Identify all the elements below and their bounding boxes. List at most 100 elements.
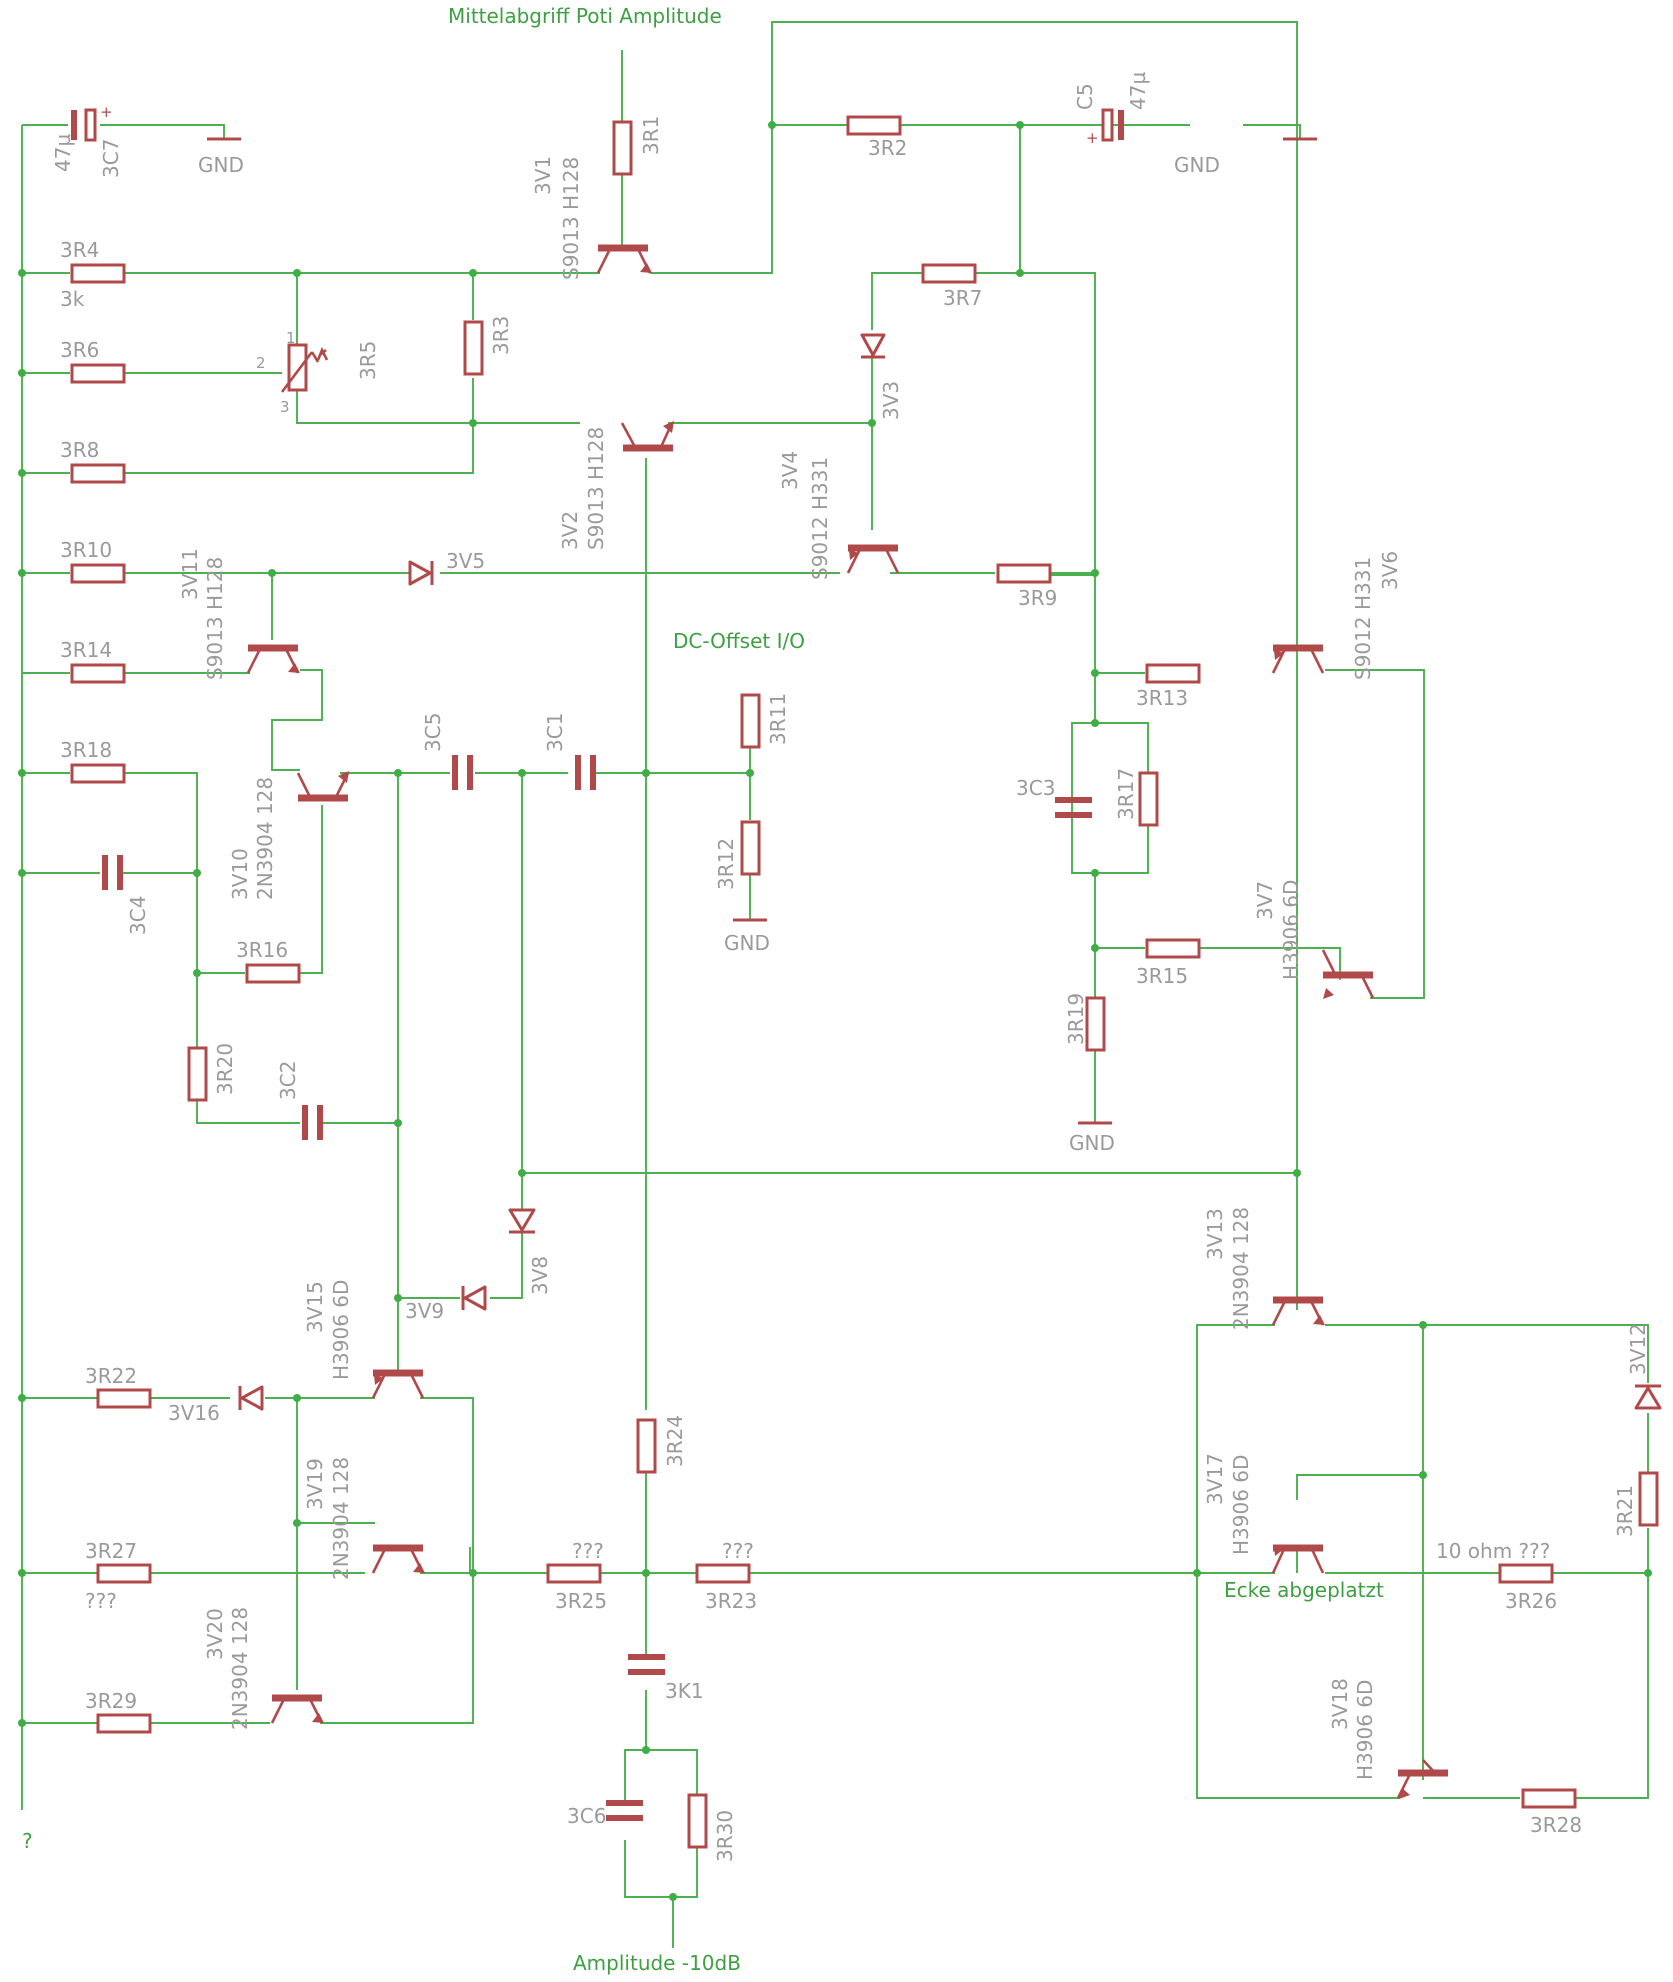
transistor-3V4-icon (846, 544, 900, 574)
resistor-3R3 (463, 320, 484, 376)
label-3V10: 3V10 (228, 848, 252, 900)
value-3R23: ??? (722, 1539, 754, 1563)
label-C5: C5 (1073, 83, 1097, 110)
resistor-3R8 (70, 463, 126, 484)
resistor-3R19 (1085, 996, 1106, 1052)
wires (21, 21, 1649, 1948)
label-3R18: 3R18 (60, 738, 112, 762)
ground-symbols (207, 137, 1317, 1125)
diode-3V3-icon (860, 333, 886, 357)
resistor-3R25 (546, 1563, 602, 1584)
resistor-3R18 (70, 763, 126, 784)
resistor-3R23 (695, 1563, 751, 1584)
value-3V1: S9013 H128 (559, 157, 583, 280)
capacitor-3C3 (1055, 797, 1092, 818)
label-3V2: 3V2 (558, 511, 582, 550)
pin-label: 3 (280, 398, 290, 416)
pin-label: 1 (286, 329, 296, 347)
value-C5: 47µ (1126, 72, 1150, 110)
label-3V12: 3V12 (1626, 1323, 1650, 1375)
label-3V9: 3V9 (405, 1299, 444, 1323)
label-3V13: 3V13 (1203, 1208, 1227, 1260)
label-3V19: 3V19 (303, 1458, 327, 1510)
gnd-label: GND (1069, 1131, 1115, 1155)
resistor-3R26 (1498, 1563, 1554, 1584)
label-3R2: 3R2 (868, 136, 907, 160)
label-3R1: 3R1 (639, 116, 663, 155)
label-3C2: 3C2 (276, 1061, 300, 1100)
label-3R30: 3R30 (713, 1810, 737, 1862)
labels: Mittelabgriff Poti Amplitude DC-Offset I… (22, 4, 1650, 1975)
resistor-3R22 (96, 1388, 152, 1409)
label-3V15: 3V15 (303, 1281, 327, 1333)
pin-label: 2 (256, 354, 266, 372)
resistors (70, 115, 1659, 1849)
label-3K1: 3K1 (665, 1679, 704, 1703)
transistor-3V11-icon (246, 644, 300, 674)
label-3R10: 3R10 (60, 538, 112, 562)
capacitors: + + (71, 103, 1124, 1821)
label-3R20: 3R20 (213, 1043, 237, 1095)
label-3R3: 3R3 (489, 316, 513, 355)
value-3V2: S9013 H128 (584, 427, 608, 550)
capacitor-3C6 (606, 1800, 643, 1821)
gnd-label: GND (724, 931, 770, 955)
value-3V19: 2N3904 128 (329, 1457, 353, 1580)
label-3C5: 3C5 (421, 713, 445, 752)
label-3R7: 3R7 (943, 286, 982, 310)
label-3R15: 3R15 (1136, 964, 1188, 988)
label-3R23: 3R23 (705, 1589, 757, 1613)
transistor-3V1-icon (596, 244, 652, 274)
label-3R8: 3R8 (60, 438, 99, 462)
label-3C4: 3C4 (126, 896, 150, 935)
capacitor-3K1 (628, 1654, 665, 1675)
junctions (18, 121, 1652, 1901)
resistor-3R30 (687, 1793, 708, 1849)
label-3R13: 3R13 (1136, 686, 1188, 710)
value-3V20: 2N3904 128 (228, 1607, 252, 1730)
net-label-dc-offset: DC-Offset I/O (673, 629, 805, 653)
resistor-3R28 (1521, 1788, 1577, 1809)
label-3C3: 3C3 (1016, 776, 1055, 800)
label-3R24: 3R24 (663, 1415, 687, 1467)
value-3R25: ??? (572, 1539, 604, 1563)
gnd-label: GND (198, 153, 244, 177)
transistor-3V18-icon (1396, 1759, 1448, 1799)
value-3V17: H3906 6D (1229, 1455, 1253, 1555)
label-3R6: 3R6 (60, 338, 99, 362)
resistor-3R6 (70, 363, 126, 384)
transistor-3V19-icon (371, 1544, 425, 1574)
net-label-top: Mittelabgriff Poti Amplitude (448, 4, 722, 28)
resistor-3R1 (612, 120, 633, 176)
net-label-corner-note: Ecke abgeplatzt (1224, 1578, 1384, 1602)
resistor-3R15 (1145, 938, 1201, 959)
diode-3V8-icon (508, 1208, 536, 1232)
label-3V17: 3V17 (1203, 1453, 1227, 1505)
svg-text:+: + (100, 103, 113, 121)
label-3R26: 3R26 (1505, 1589, 1557, 1613)
label-3R19: 3R19 (1064, 993, 1088, 1045)
resistor-3R12 (740, 820, 761, 876)
value-3V7: H3906 6D (1279, 880, 1303, 980)
label-3R21: 3R21 (1613, 1485, 1637, 1537)
resistor-3R16 (245, 963, 301, 984)
transistors (246, 244, 1448, 1799)
resistor-3R7 (921, 263, 977, 284)
label-3C6: 3C6 (567, 1804, 606, 1828)
label-3R14: 3R14 (60, 638, 112, 662)
capacitor-3C4 (102, 855, 123, 890)
resistor-3R13 (1145, 663, 1201, 684)
value-3C7: 47µ (51, 134, 75, 172)
label-3R16: 3R16 (236, 938, 288, 962)
label-3V11: 3V11 (178, 548, 202, 600)
label-3R5: 3R5 (356, 341, 380, 380)
label-3R25: 3R25 (555, 1589, 607, 1613)
resistor-3R27 (96, 1563, 152, 1584)
diode-3V12-icon (1634, 1386, 1662, 1410)
label-3C7: 3C7 (99, 139, 123, 178)
transistor-3V17-icon (1271, 1544, 1325, 1574)
capacitor-3C1 (575, 755, 596, 790)
resistor-3R14 (70, 663, 126, 684)
diodes (238, 333, 1662, 1411)
